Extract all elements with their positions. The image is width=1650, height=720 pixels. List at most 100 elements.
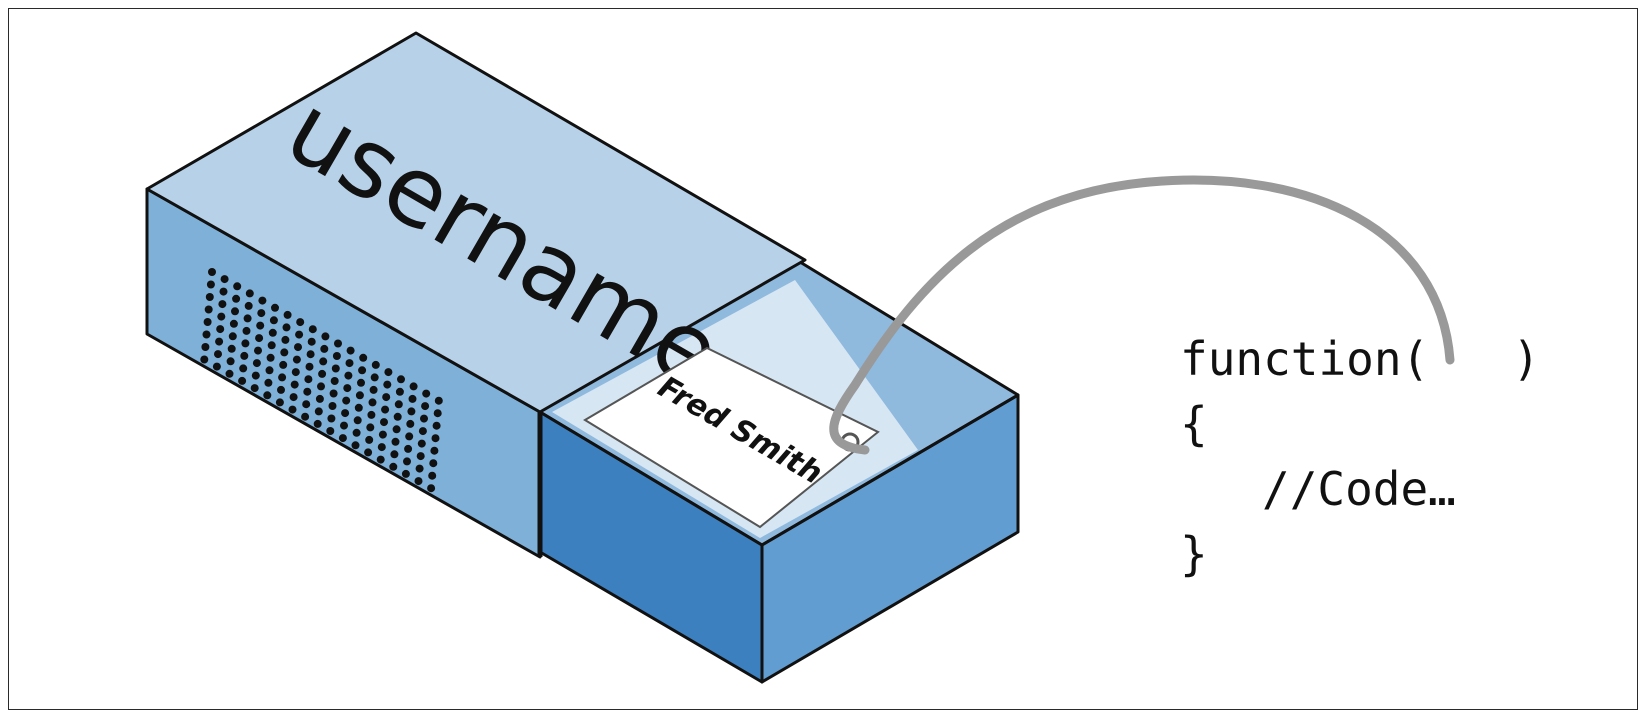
vent-hole	[271, 303, 279, 312]
tray-rim	[539, 260, 1020, 547]
vent-hole	[303, 387, 312, 396]
vent-hole	[267, 341, 276, 350]
vent-hole	[345, 359, 354, 368]
vent-hole	[269, 316, 278, 325]
vent-hole	[208, 268, 216, 276]
vent-hole	[228, 332, 237, 341]
vent-hole	[227, 344, 236, 353]
vent-hole	[369, 385, 378, 394]
vent-hole	[244, 301, 253, 310]
vent-hole	[380, 418, 388, 427]
code-line-close-brace: }	[1180, 527, 1208, 581]
vent-hole	[241, 339, 250, 348]
vent-hole	[301, 412, 310, 421]
vent-hole	[433, 409, 442, 418]
vent-hole	[232, 294, 241, 303]
vent-hole	[251, 371, 260, 380]
vent-hole	[302, 400, 311, 409]
vent-hole	[432, 421, 441, 430]
vent-hole	[383, 380, 392, 389]
vent-hole	[409, 382, 418, 391]
vent-hole	[201, 343, 210, 351]
vent-hole	[390, 450, 399, 459]
vent-hole	[417, 439, 426, 448]
vent-hole	[258, 296, 267, 305]
vent-hole	[296, 318, 305, 327]
tag-card	[583, 346, 880, 529]
vent-hole	[405, 432, 414, 441]
vent-hole	[266, 353, 275, 362]
vent-hole	[355, 391, 364, 400]
vent-hole	[226, 357, 235, 366]
vent-hole	[434, 396, 443, 405]
code-line-signature: function( )	[1180, 332, 1540, 386]
vent-hole	[382, 393, 391, 402]
vent-hole	[352, 428, 361, 437]
vent-hole	[327, 414, 336, 423]
vent-hole	[263, 391, 272, 400]
vent-hole	[394, 400, 403, 409]
vent-hole	[291, 368, 300, 377]
vent-hole	[306, 350, 315, 359]
vent-hole	[406, 419, 415, 428]
vent-hole	[371, 360, 380, 369]
vent-hole	[243, 314, 252, 323]
vent-hole	[292, 355, 301, 364]
vent-hole	[265, 366, 274, 375]
vent-hole	[378, 430, 387, 439]
vent-hole	[268, 328, 277, 337]
vent-hole	[392, 425, 401, 434]
vent-hole	[414, 477, 423, 486]
vent-hole	[216, 325, 225, 334]
vent-hole	[429, 459, 438, 468]
vent-hole	[289, 393, 298, 402]
vent-hole	[321, 332, 330, 341]
vent-hole	[250, 384, 259, 393]
vent-hole	[245, 289, 254, 298]
vent-hole	[397, 375, 405, 384]
vent-hole	[204, 305, 213, 314]
vent-hole	[416, 452, 425, 461]
vent-hole	[370, 373, 379, 382]
vent-hole	[215, 337, 224, 346]
vent-hole	[428, 471, 437, 480]
vent-hole	[280, 348, 289, 357]
vent-hole	[277, 385, 285, 394]
vent-hole	[290, 380, 299, 389]
vent-hole	[403, 457, 411, 466]
vent-hole	[364, 448, 373, 457]
vent-holes	[200, 268, 443, 493]
vent-hole	[231, 307, 239, 316]
vent-hole	[401, 469, 410, 478]
vent-hole	[307, 337, 316, 346]
vent-hole	[326, 427, 335, 435]
sleeve-top-face	[145, 31, 807, 414]
vent-hole	[408, 394, 417, 403]
vent-hole	[229, 319, 238, 328]
vent-hole	[212, 362, 221, 371]
vent-hole	[206, 280, 215, 289]
vent-hole	[239, 364, 248, 373]
vent-hole	[381, 405, 390, 414]
vent-hole	[430, 446, 439, 455]
code-line-comment: //Code…	[1262, 462, 1456, 516]
vent-hole	[308, 325, 317, 334]
vent-hole	[343, 384, 352, 393]
vent-hole	[257, 309, 266, 318]
vent-hole	[421, 402, 430, 411]
vent-hole	[219, 287, 228, 296]
vent-hole	[278, 373, 287, 382]
vent-hole	[341, 409, 350, 418]
vent-hole	[389, 462, 398, 471]
vent-hole	[393, 412, 402, 421]
vent-hole	[304, 375, 313, 384]
vent-hole	[202, 330, 211, 339]
vent-hole	[330, 377, 339, 385]
vent-hole	[357, 378, 365, 387]
vent-hole	[391, 437, 400, 446]
vent-hole	[365, 435, 374, 444]
vent-hole	[346, 346, 355, 355]
vent-hole	[281, 335, 290, 344]
vent-hole	[384, 368, 393, 377]
vent-hole	[366, 423, 375, 432]
